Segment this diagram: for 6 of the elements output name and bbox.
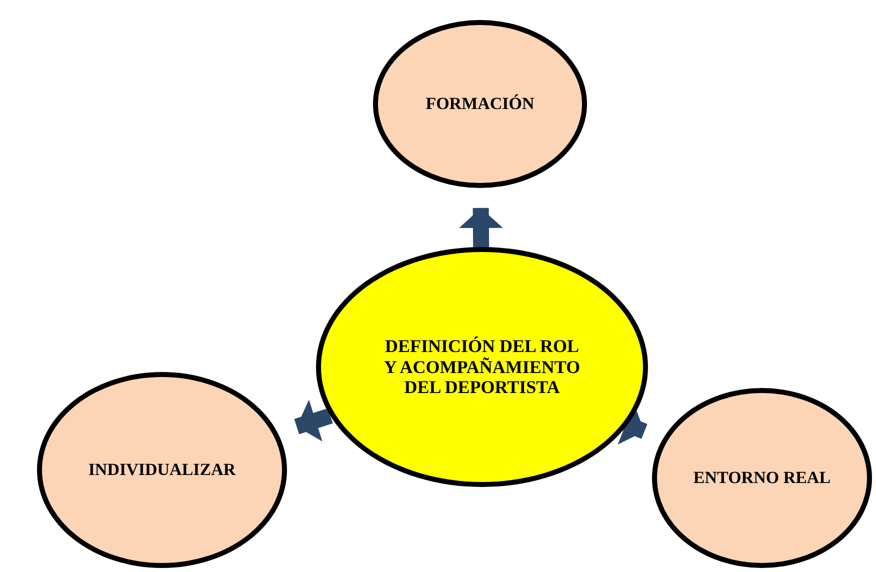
node-label: ENTORNO REAL: [693, 468, 831, 488]
node-label: DEFINICIÓN DEL ROL Y ACOMPAÑAMIENTO DEL DEPORTISTA: [382, 336, 582, 398]
block-arrow: [294, 400, 333, 442]
node-label: FORMACIÓN: [426, 94, 534, 114]
node-label: INDIVIDUALIZAR: [88, 460, 236, 480]
block-arrow: [458, 208, 503, 248]
